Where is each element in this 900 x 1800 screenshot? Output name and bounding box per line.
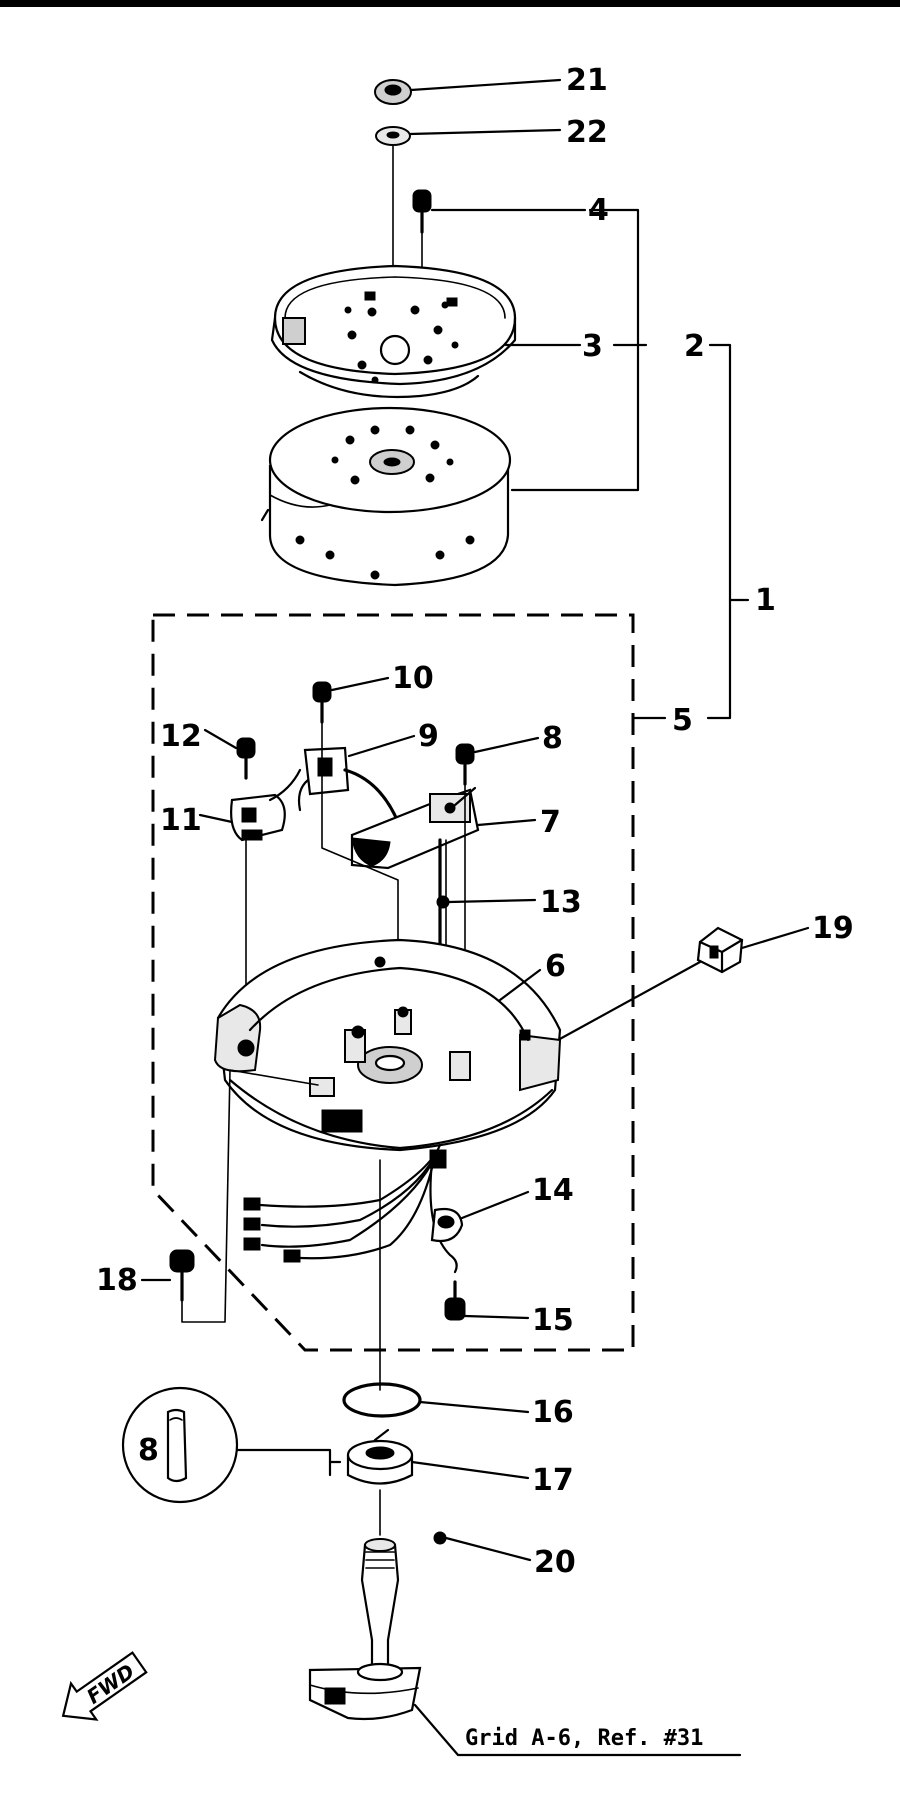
callout-8: 8 bbox=[542, 721, 563, 756]
callout-12: 12 bbox=[160, 719, 202, 754]
callout-9: 9 bbox=[418, 719, 439, 754]
bolt-part-18[interactable] bbox=[169, 1249, 195, 1302]
leader-12 bbox=[203, 728, 238, 750]
callout-17: 17 bbox=[532, 1463, 574, 1498]
assembly-box-part-5 bbox=[151, 613, 635, 1352]
leader-9 bbox=[347, 734, 416, 758]
leader-10 bbox=[330, 676, 390, 692]
callout-2: 2 bbox=[684, 329, 705, 364]
screw-part-15[interactable] bbox=[444, 1280, 466, 1321]
screw-part-12[interactable] bbox=[236, 737, 256, 780]
flywheel-cover-part-3[interactable] bbox=[270, 264, 517, 399]
axis-line-18 bbox=[181, 1069, 319, 1323]
callout-19: 19 bbox=[812, 911, 854, 946]
leader-15 bbox=[463, 1314, 530, 1320]
leader-11 bbox=[198, 813, 234, 824]
leader-22 bbox=[408, 128, 562, 136]
shaft-part-20[interactable] bbox=[308, 1531, 447, 1721]
callout-7: 7 bbox=[540, 805, 561, 840]
leader-8 bbox=[473, 736, 540, 754]
callout-5: 5 bbox=[672, 703, 693, 738]
screw-part-8[interactable] bbox=[455, 743, 475, 786]
callout-18: 18 bbox=[96, 1263, 138, 1298]
stator-base-part-6[interactable] bbox=[213, 938, 562, 1152]
callout-20: 20 bbox=[534, 1545, 576, 1580]
bushing-part-17[interactable] bbox=[346, 1428, 414, 1485]
leader-13 bbox=[447, 898, 537, 904]
wire-9 bbox=[321, 721, 399, 941]
callout-11: 11 bbox=[160, 803, 202, 838]
callout-1: 1 bbox=[755, 583, 776, 618]
flywheel-rotor[interactable] bbox=[260, 406, 512, 587]
bracket-2 bbox=[510, 208, 640, 492]
callout-6: 6 bbox=[545, 949, 566, 984]
callout-22: 22 bbox=[566, 115, 608, 150]
wiring-harness[interactable] bbox=[243, 1143, 458, 1274]
top-border bbox=[0, 0, 900, 7]
washer-part-22[interactable] bbox=[375, 126, 411, 146]
leader-7 bbox=[476, 818, 537, 827]
leader-20 bbox=[444, 1536, 532, 1562]
screw-part-10[interactable] bbox=[312, 681, 332, 724]
callout-10: 10 bbox=[392, 661, 434, 696]
callout-15: 15 bbox=[532, 1303, 574, 1338]
leader-19 bbox=[740, 926, 810, 950]
sensor-part-11[interactable] bbox=[230, 768, 302, 842]
leader-14 bbox=[460, 1190, 530, 1220]
fwd-arrow-icon: FWD bbox=[61, 1651, 148, 1721]
reference-note: Grid A-6, Ref. #31 bbox=[465, 1726, 703, 1751]
connector-part-19[interactable] bbox=[696, 926, 744, 974]
callout-21: 21 bbox=[566, 63, 608, 98]
nut-part-21[interactable] bbox=[374, 79, 412, 105]
bracket-1 bbox=[706, 343, 732, 720]
leader-17 bbox=[410, 1460, 530, 1480]
leader-16 bbox=[418, 1400, 530, 1414]
callout-13: 13 bbox=[540, 885, 582, 920]
pulser-coil-part-9[interactable] bbox=[297, 746, 400, 824]
callout-16: 16 bbox=[532, 1395, 574, 1430]
screw-part-4[interactable] bbox=[412, 189, 432, 234]
leader-detail bbox=[233, 1448, 342, 1464]
leader-reference bbox=[413, 1703, 742, 1757]
leader-19-base bbox=[556, 960, 702, 1042]
charge-coil-part-7[interactable] bbox=[350, 786, 480, 870]
clamp-part-14[interactable] bbox=[430, 1207, 464, 1243]
callout-3: 3 bbox=[582, 329, 603, 364]
detail-inset: 8 bbox=[121, 1386, 239, 1504]
leader-6 bbox=[498, 968, 542, 1002]
o-ring-part-16[interactable] bbox=[342, 1382, 422, 1418]
detail-label: 8 bbox=[138, 1433, 159, 1468]
leader-21 bbox=[409, 78, 562, 92]
callout-14: 14 bbox=[532, 1173, 574, 1208]
